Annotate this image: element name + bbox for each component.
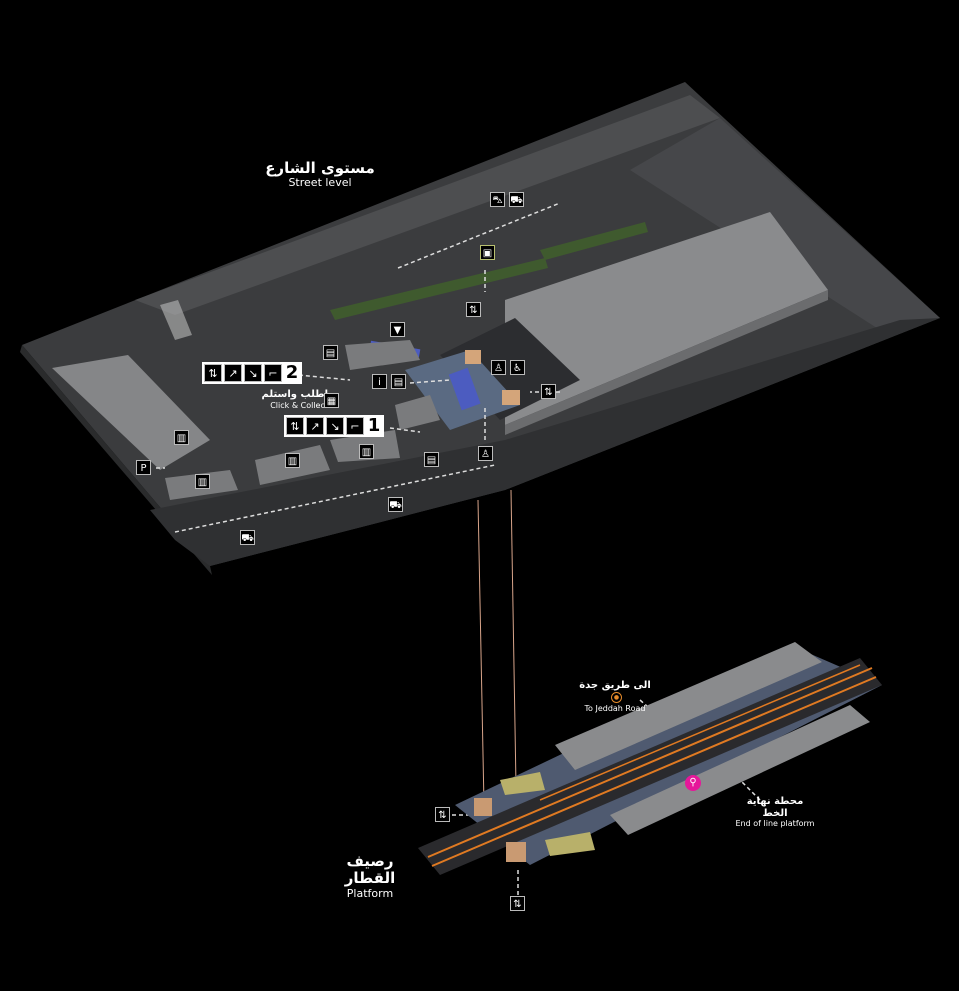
parking-icon: P [136, 460, 151, 475]
green-strip [540, 222, 648, 260]
to-jeddah-en: To Jeddah Road [584, 703, 646, 713]
lift-shaft [477, 499, 485, 806]
lift-box [506, 842, 526, 862]
stairs-icon: ⌐ [346, 417, 364, 435]
glass-block [448, 367, 481, 411]
escalator-down-icon: ↘ [244, 364, 262, 382]
end-of-line-ar: محطة نهاية الخط [746, 796, 804, 819]
elevator-icon: ⇅ [204, 364, 222, 382]
car-icon: ⛟ [388, 497, 403, 512]
kiosk [395, 395, 440, 430]
info-icon: i [372, 374, 387, 389]
ticket-machine-icon: ▤ [391, 374, 406, 389]
escalator [545, 832, 595, 856]
level-1-badge: 1 [364, 415, 384, 437]
street-level-title-en: Street level [288, 176, 352, 190]
lift-box [502, 390, 520, 405]
accessible-icon: ♿ [510, 360, 525, 375]
road-bottom [150, 318, 940, 566]
level-2-facilities: ⇅ ↗ ↘ ⌐ [202, 362, 284, 384]
elevator-icon: ⇅ [541, 384, 556, 399]
street-level-label: مستوى الشارع Street level [265, 159, 375, 190]
retail-icon: ▥ [174, 430, 189, 445]
stairs-icon: ⌐ [264, 364, 282, 382]
green-strip [330, 258, 548, 320]
ticket-machine-icon: ▤ [323, 345, 338, 360]
kiosk [345, 340, 420, 370]
track-rail [539, 664, 861, 801]
elevator-icon: ⇅ [510, 896, 525, 911]
street-level-title-ar: مستوى الشارع [265, 159, 375, 177]
level-1-facilities: ⇅ ↗ ↘ ⌐ [284, 415, 366, 437]
escalator [500, 772, 545, 795]
retail-icon: ▥ [285, 453, 300, 468]
click-collect-en: Click & Collect [270, 400, 328, 410]
main-building-side [505, 290, 828, 435]
platform-title-en: Platform [346, 886, 394, 900]
elevator-icon: ⇅ [286, 417, 304, 435]
crosswalk [160, 300, 192, 340]
platform-label: رصيف القطار Platform [320, 852, 420, 900]
click-collect-label: اطلب واستلم Click & Collect [258, 389, 328, 410]
ticket-machine-icon: ▤ [424, 452, 439, 467]
metro-line-icon: ● [611, 691, 622, 703]
end-of-line-en: End of line platform [735, 819, 815, 828]
left-building [52, 355, 210, 470]
retail-icon: ▼ [390, 322, 405, 337]
toilet-icon: ♙ [491, 360, 506, 375]
end-of-line-label: محطة نهاية الخط End of line platform [735, 796, 815, 828]
elevator-icon: ⇅ [435, 807, 450, 822]
walk-icon: ⚲ [685, 775, 701, 791]
car-icon: ⛟ [240, 530, 255, 545]
track-rail [431, 676, 877, 867]
platform-building [610, 705, 870, 835]
road-top [135, 95, 720, 315]
click-collect-icon: ▦ [324, 393, 339, 408]
level-2-badge: 2 [282, 362, 302, 384]
car-dropoff-icon: ⛟ [509, 192, 524, 207]
click-collect-ar: اطلب واستلم [261, 389, 328, 400]
retail-icon: ▥ [195, 474, 210, 489]
main-building-top [505, 212, 828, 425]
toilet-icon: ♙ [478, 446, 493, 461]
escalator-down-icon: ↘ [326, 417, 344, 435]
to-jeddah-ar: الى طريق جدة [579, 680, 651, 691]
lift-box [474, 798, 492, 816]
bus-icon: ▣ [480, 245, 495, 260]
track-rail [427, 667, 873, 858]
road-right [630, 118, 940, 330]
taxi-icon: ⛍ [490, 192, 505, 207]
elevator-icon: ⇅ [466, 302, 481, 317]
platform-building [555, 642, 822, 770]
escalator-up-icon: ↗ [306, 417, 324, 435]
platform-title-ar: رصيف القطار [344, 852, 396, 888]
retail-icon: ▥ [359, 444, 374, 459]
lift-box [465, 350, 481, 364]
escalator-up-icon: ↗ [224, 364, 242, 382]
to-jeddah-label: الى طريق جدة● To Jeddah Road [575, 680, 655, 713]
